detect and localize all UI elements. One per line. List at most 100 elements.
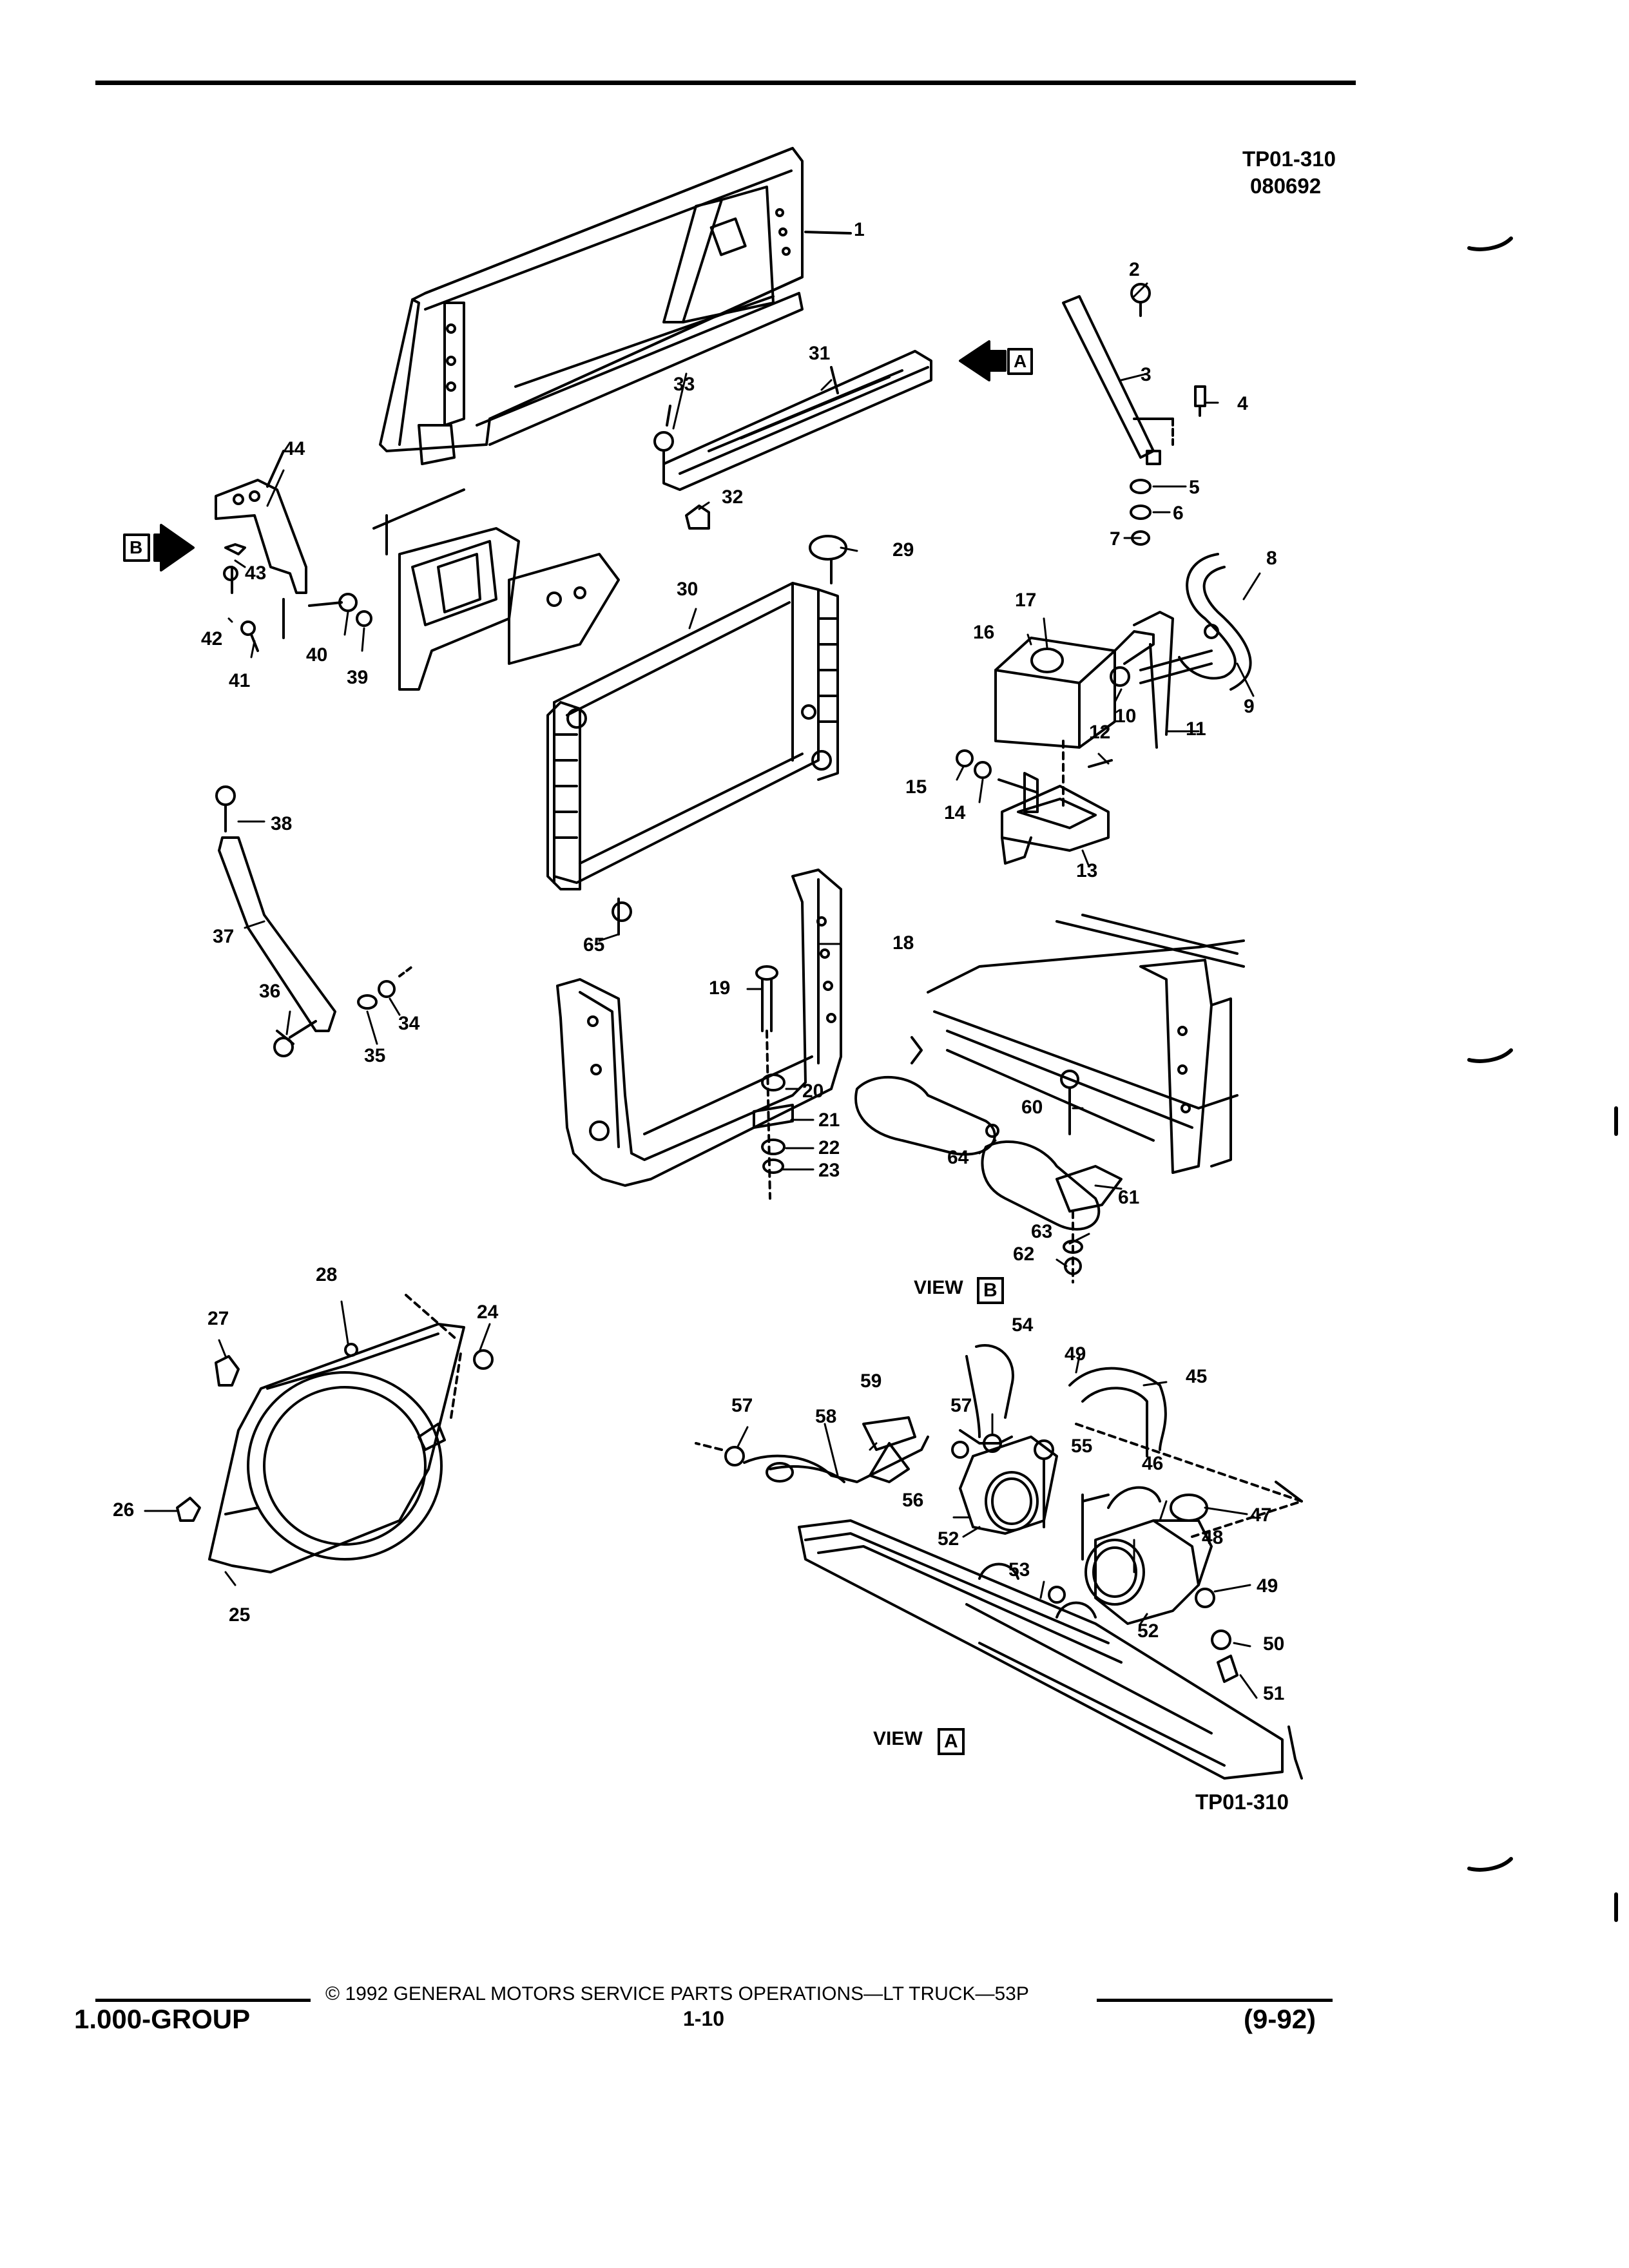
- callout-9: 9: [1244, 696, 1255, 717]
- callout-45: 45: [1186, 1366, 1208, 1387]
- callout-47: 47: [1250, 1504, 1272, 1526]
- callout-57a: 57: [731, 1395, 753, 1416]
- callout-63: 63: [1031, 1221, 1053, 1242]
- callout-41: 41: [229, 670, 251, 691]
- callout-35: 35: [364, 1045, 386, 1066]
- callout-20: 20: [802, 1081, 824, 1102]
- view-b-label: VIEW: [914, 1277, 963, 1298]
- callout-6: 6: [1173, 503, 1184, 524]
- callout-52b: 52: [1137, 1620, 1159, 1642]
- view-b-letter: B: [977, 1277, 1004, 1304]
- callout-10: 10: [1115, 706, 1137, 727]
- callout-16: 16: [973, 622, 995, 643]
- radiator: [546, 582, 839, 936]
- callout-37: 37: [213, 926, 235, 947]
- frame-mark-3: [1467, 1857, 1513, 1872]
- callout-5: 5: [1189, 477, 1200, 498]
- callout-51: 51: [1263, 1683, 1285, 1704]
- callout-26: 26: [113, 1499, 135, 1521]
- callout-18: 18: [892, 932, 914, 954]
- callout-49b: 49: [1257, 1575, 1278, 1597]
- callout-54: 54: [1012, 1314, 1034, 1336]
- callout-4: 4: [1237, 393, 1248, 414]
- callout-21: 21: [818, 1110, 840, 1131]
- overflow-hoses: [1133, 553, 1252, 749]
- callout-28: 28: [316, 1264, 338, 1285]
- callout-22: 22: [818, 1137, 840, 1158]
- arrow-a-letter: A: [1014, 351, 1027, 371]
- brace-37: [215, 785, 414, 1057]
- bracket-44: [215, 450, 372, 652]
- figure-date: 080692: [1250, 174, 1322, 198]
- callout-56: 56: [902, 1490, 924, 1511]
- callout-64: 64: [947, 1147, 969, 1168]
- frame-mark-2: [1467, 1048, 1513, 1063]
- callout-44: 44: [284, 438, 305, 459]
- mount-hardware: [753, 965, 794, 1200]
- lower-support: [556, 869, 842, 1187]
- callout-17: 17: [1015, 590, 1037, 611]
- callout-13: 13: [1076, 860, 1098, 881]
- callout-38: 38: [271, 813, 293, 834]
- callout-50: 50: [1263, 1633, 1285, 1655]
- callout-27: 27: [207, 1308, 229, 1329]
- callout-7: 7: [1110, 528, 1121, 550]
- callout-39: 39: [347, 667, 369, 688]
- callout-29: 29: [892, 539, 914, 561]
- callout-23: 23: [818, 1160, 840, 1181]
- footer-copyright: © 1992 GENERAL MOTORS SERVICE PARTS OPER…: [325, 1983, 1029, 2004]
- callout-42: 42: [201, 628, 223, 649]
- callout-40: 40: [306, 644, 328, 666]
- callout-49a: 49: [1065, 1343, 1086, 1365]
- callout-31: 31: [809, 343, 831, 364]
- footer-page: 1-10: [683, 2007, 725, 2030]
- view-a-letter: A: [938, 1728, 965, 1755]
- callout-32: 32: [722, 486, 744, 508]
- callout-33: 33: [673, 374, 695, 395]
- callout-1: 1: [854, 219, 865, 240]
- callout-43: 43: [245, 562, 267, 584]
- radiator-support: [379, 147, 852, 465]
- footer-edition: (9-92): [1244, 2004, 1316, 2034]
- callout-61: 61: [1118, 1187, 1140, 1208]
- callout-57b: 57: [950, 1395, 972, 1416]
- callout-52a: 52: [938, 1528, 959, 1550]
- callout-59: 59: [860, 1370, 882, 1392]
- callout-25: 25: [229, 1604, 251, 1626]
- callout-14: 14: [944, 802, 966, 823]
- view-b-frame: [854, 914, 1245, 1283]
- callout-3: 3: [1141, 364, 1152, 385]
- callout-24: 24: [477, 1302, 499, 1323]
- callout-65: 65: [583, 934, 605, 956]
- frame-mark-1: [1467, 236, 1513, 251]
- callout-60: 60: [1021, 1097, 1043, 1118]
- callout-36: 36: [259, 981, 281, 1002]
- callout-53: 53: [1008, 1559, 1030, 1581]
- view-a-assembly: [695, 1344, 1303, 1780]
- arrow-b-shape: [153, 524, 195, 572]
- fan-shroud: [176, 1294, 494, 1573]
- reservoir-bracket: [956, 740, 1113, 865]
- callout-15: 15: [905, 776, 927, 798]
- callout-55: 55: [1071, 1436, 1093, 1457]
- view-a-label: VIEW: [873, 1728, 923, 1749]
- figure-code: TP01-310: [1242, 147, 1336, 171]
- air-baffle: [653, 350, 932, 530]
- arrow-b-letter: B: [130, 537, 143, 557]
- figure-code-bottom: TP01-310: [1195, 1790, 1289, 1814]
- arrow-a-shape: [959, 340, 1007, 381]
- top-rule: [95, 81, 1356, 85]
- support-bracket: [372, 488, 620, 691]
- radiator-cap: [809, 535, 847, 561]
- leader-lines: [144, 282, 1261, 1699]
- callout-48: 48: [1202, 1527, 1224, 1548]
- footer-rule-right: [1097, 1999, 1333, 2002]
- callout-34: 34: [398, 1013, 420, 1034]
- callout-58: 58: [815, 1406, 837, 1427]
- footer-group: 1.000-GROUP: [74, 2004, 251, 2034]
- footer-rule-left: [95, 1999, 311, 2002]
- brace-rod: [1062, 283, 1206, 546]
- callout-8: 8: [1266, 548, 1277, 569]
